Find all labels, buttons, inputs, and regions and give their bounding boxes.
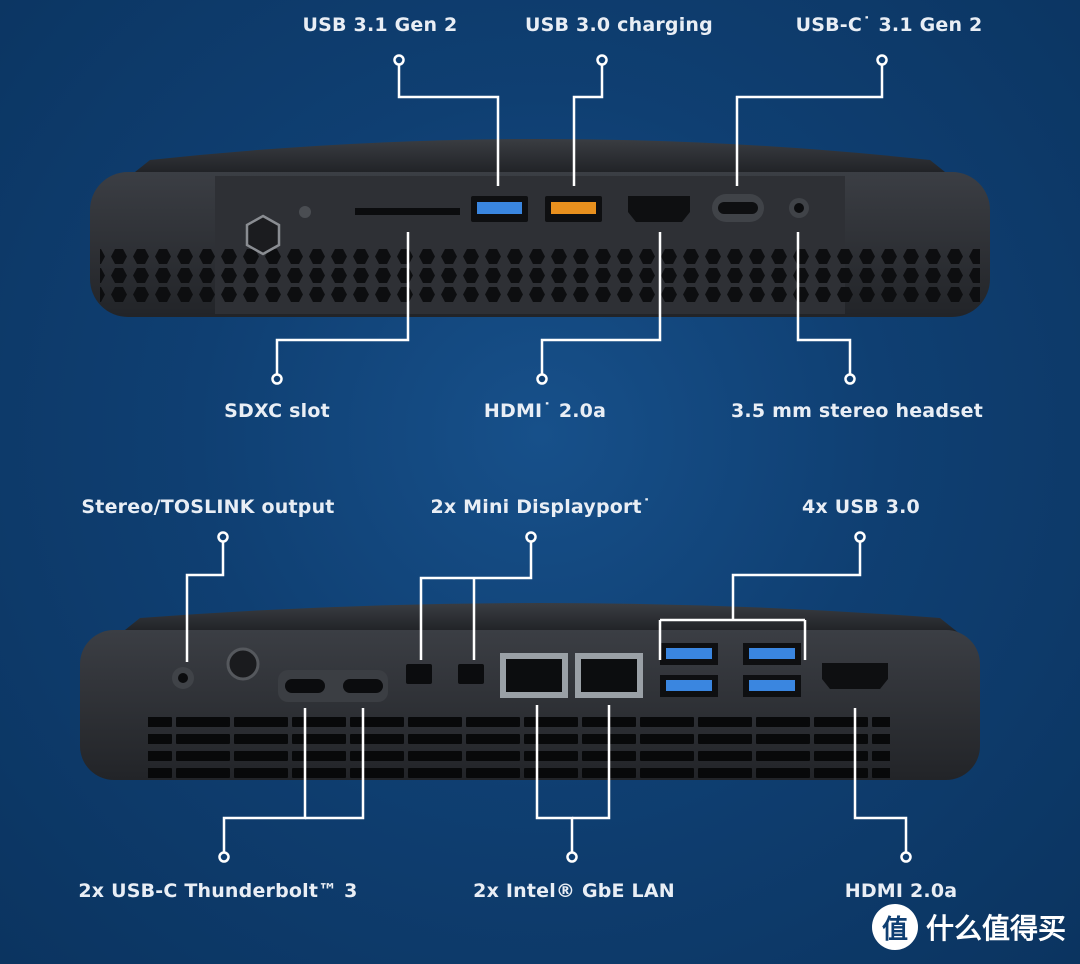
label-thunderbolt3: 2x USB-C Thunderbolt™ 3 — [78, 880, 358, 902]
label-toslink-output: Stereo/TOSLINK output — [81, 496, 335, 518]
leader-lines — [185, 60, 908, 853]
hdmi-port — [628, 196, 690, 222]
label-hdmi-front: HDMI˙ 2.0a — [483, 400, 607, 422]
power-jack-icon — [226, 647, 260, 681]
rear-hdmi-port — [822, 663, 888, 689]
label-usb30-charging: USB 3.0 charging — [525, 14, 713, 36]
thunderbolt-port-1 — [285, 679, 325, 693]
mini-dp-port-1 — [406, 664, 432, 684]
label-mini-displayport: 2x Mini Displayport˙ — [430, 496, 652, 518]
label-usb30-x4: 4x USB 3.0 — [802, 496, 920, 518]
leader-dots — [217, 54, 912, 863]
label-hdmi-rear: HDMI 2.0a — [844, 880, 958, 902]
watermark-logo-icon: 值 — [871, 904, 918, 950]
mini-dp-port-2 — [458, 664, 484, 684]
label-usbc31-gen2: USB-C˙ 3.1 Gen 2 — [795, 14, 983, 36]
label-usb31-gen2: USB 3.1 Gen 2 — [302, 14, 458, 36]
front-device — [90, 139, 990, 317]
skull-logo-icon — [245, 214, 281, 256]
label-gbe-lan: 2x Intel® GbE LAN — [473, 880, 675, 902]
label-sdxc-slot: SDXC slot — [224, 400, 330, 422]
sdxc-slot-port — [355, 208, 460, 215]
rear-device — [80, 603, 980, 780]
watermark-text: 什么值得买 — [925, 912, 1066, 945]
watermark: 值 什么值得买 — [871, 904, 1066, 950]
power-button-icon — [299, 206, 311, 218]
thunderbolt-port-2 — [343, 679, 383, 693]
label-stereo-headset: 3.5 mm stereo headset — [731, 400, 983, 422]
